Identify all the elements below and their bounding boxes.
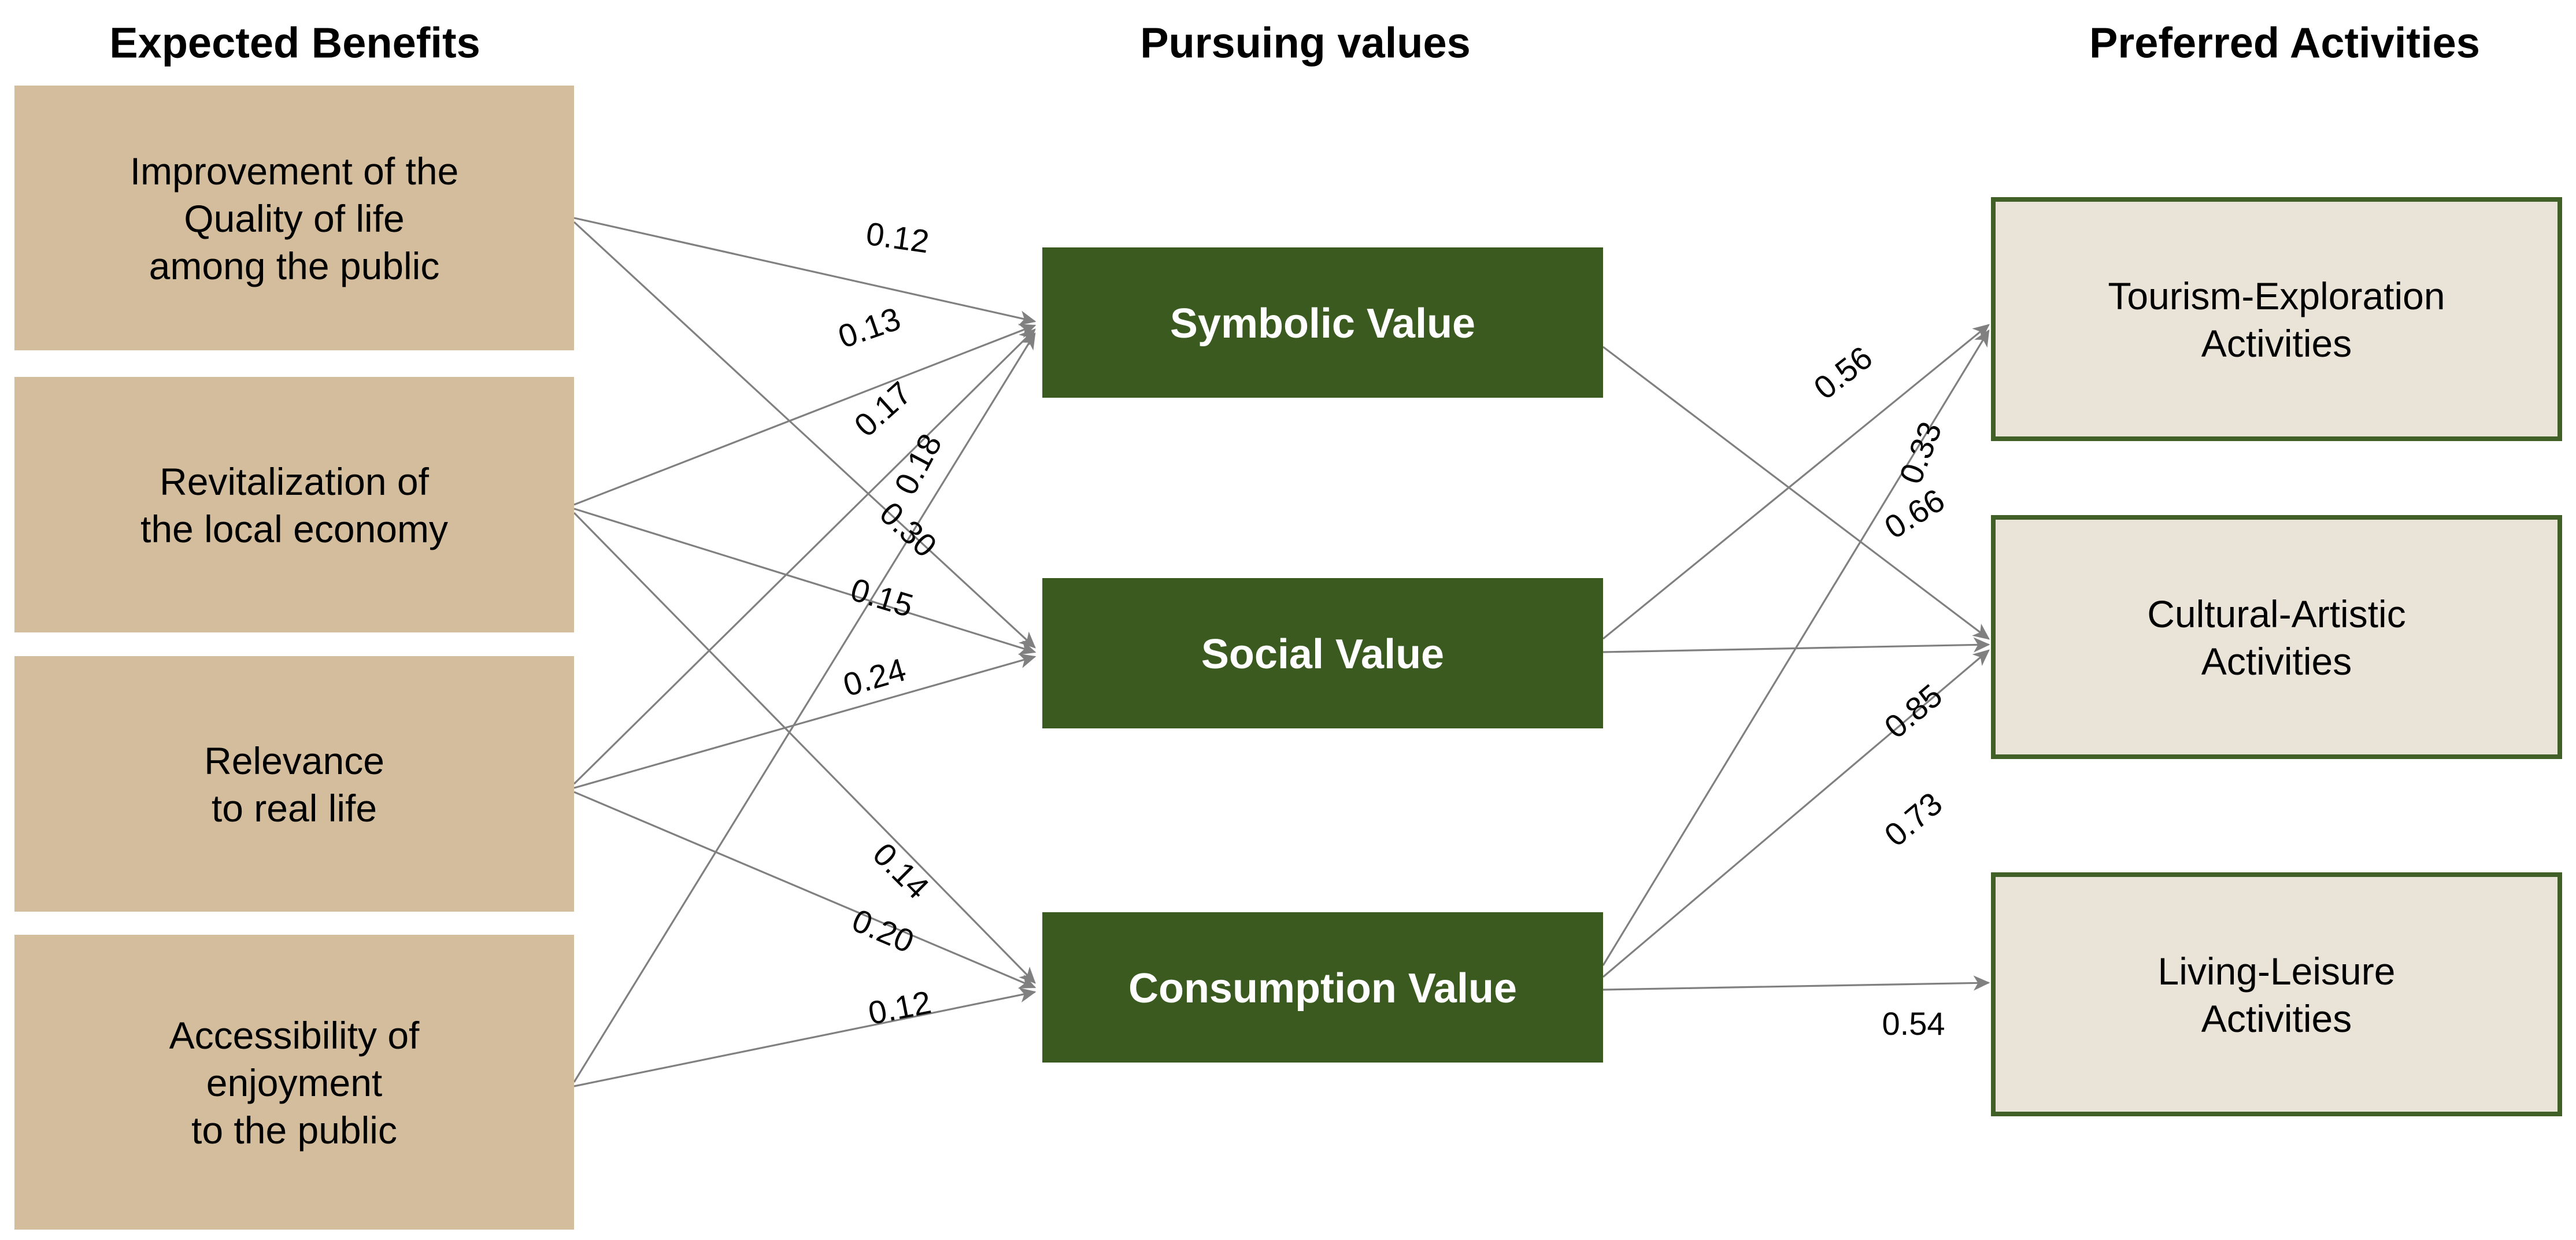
box-relevance-to-real-life[interactable]: Relevance to real life xyxy=(14,656,574,912)
coefficient-label-consumption-living: 0.54 xyxy=(1882,1005,1945,1042)
heading-pursuing-values: Pursuing values xyxy=(1140,19,1471,67)
box-label-line: Activities xyxy=(2201,997,2352,1040)
edge-revital-symbolic xyxy=(573,324,1037,506)
box-label: Symbolic Value xyxy=(1170,301,1475,347)
box-social-value[interactable]: Social Value xyxy=(1042,578,1603,728)
box-label-line: to real life xyxy=(212,787,377,830)
box-label-line: to the public xyxy=(191,1109,397,1152)
coefficient-label-relevance-consumption: 0.20 xyxy=(847,902,919,960)
box-fill xyxy=(1991,872,2562,1116)
edge-qol-social xyxy=(573,221,1036,649)
edge-consumption-tourism xyxy=(1602,329,1990,966)
box-fill xyxy=(14,935,574,1230)
box-symbolic-value[interactable]: Symbolic Value xyxy=(1042,247,1603,398)
coefficient-label-revital-consumption: 0.14 xyxy=(866,835,937,906)
box-label-line: Tourism-Exploration xyxy=(2108,275,2445,317)
coefficient-label-social-tourism: 0.33 xyxy=(1892,417,1949,488)
coefficient-label-consumption-cultural: 0.73 xyxy=(1877,785,1949,853)
box-label-line: the local economy xyxy=(140,508,448,550)
box-label-line: Living-Leisure xyxy=(2158,950,2396,993)
box-label-line: Quality of life xyxy=(184,197,405,240)
box-label-line: Activities xyxy=(2201,322,2352,365)
box-label: Consumption Value xyxy=(1128,965,1517,1012)
box-label-line: Activities xyxy=(2201,640,2352,683)
box-label: Social Value xyxy=(1201,631,1444,678)
box-fill xyxy=(1042,247,1603,398)
box-revitalization-local-economy[interactable]: Revitalization of the local economy xyxy=(14,377,574,632)
edge-qol-symbolic xyxy=(573,217,1037,326)
coefficient-label-symbolic-cultural: 0.56 xyxy=(1807,339,1879,406)
edge-consumption-living xyxy=(1602,975,1990,991)
box-fill xyxy=(14,86,574,350)
box-fill xyxy=(1042,912,1603,1063)
heading-preferred-activities: Preferred Activities xyxy=(2089,19,2480,67)
box-fill xyxy=(14,377,574,632)
edge-social-tourism xyxy=(1602,324,1990,640)
edge-relevance-symbolic xyxy=(573,328,1036,785)
box-label-line: Improvement of the xyxy=(130,150,459,193)
coefficient-label-relevance-symbolic: 0.17 xyxy=(847,375,918,444)
edge-relevance-social xyxy=(573,653,1037,789)
coefficient-label-qol-symbolic: 0.12 xyxy=(864,215,931,260)
edge-access-symbolic xyxy=(573,332,1036,1083)
column-headings-group: Expected Benefits Pursuing values Preferre… xyxy=(109,19,2480,67)
coefficient-label-revital-social: 0.15 xyxy=(846,571,917,624)
edge-relevance-consumption xyxy=(573,791,1037,989)
box-fill xyxy=(1991,197,2562,441)
edge-revital-consumption xyxy=(573,512,1036,984)
box-fill xyxy=(1042,578,1603,728)
edge-symbolic-cultural xyxy=(1602,346,1990,640)
coefficient-label-social-cultural: 0.66 xyxy=(1878,482,1951,546)
heading-expected-benefits: Expected Benefits xyxy=(109,19,480,67)
box-label-line: Accessibility of xyxy=(169,1014,420,1057)
box-fill xyxy=(1991,515,2562,759)
coefficient-label-revital-symbolic: 0.13 xyxy=(834,300,905,355)
edge-consumption-cultural xyxy=(1602,649,1990,978)
edge-revital-social xyxy=(573,508,1037,655)
box-label-line: enjoyment xyxy=(206,1061,383,1104)
box-label-line: Relevance xyxy=(204,739,384,782)
edges-group xyxy=(573,217,1990,1087)
coefficient-label-access-consumption: 0.12 xyxy=(865,984,934,1032)
box-label-line: among the public xyxy=(149,245,440,287)
box-label-line: Cultural-Artistic xyxy=(2147,593,2405,635)
box-consumption-value[interactable]: Consumption Value xyxy=(1042,912,1603,1063)
box-label-line: Revitalization of xyxy=(160,460,430,503)
box-fill xyxy=(14,656,574,912)
preferred-activities-group: Tourism-ExplorationActivitiesCultural-Ar… xyxy=(1991,197,2562,1116)
edge-access-consumption xyxy=(573,987,1037,1087)
